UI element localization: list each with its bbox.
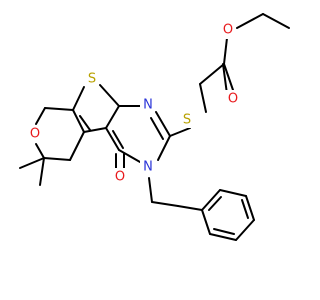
- bond: [213, 228, 235, 235]
- atom-label-o: O: [30, 127, 40, 142]
- bond-layer: [19, 13, 290, 241]
- ester-carbonyl-oxygen-atom: O: [225, 90, 241, 108]
- bond: [72, 109, 85, 133]
- bond: [79, 115, 91, 131]
- bond: [201, 209, 211, 235]
- thioether-sulfur-atom: S: [178, 110, 196, 128]
- bond: [19, 157, 45, 169]
- bond: [112, 130, 124, 149]
- ester-alkoxy-oxygen-atom: O: [220, 21, 236, 39]
- bond: [72, 86, 85, 111]
- bond: [83, 127, 107, 133]
- bond: [245, 195, 255, 221]
- bond: [169, 127, 191, 137]
- bond: [208, 196, 222, 211]
- bond: [155, 111, 171, 137]
- molecule-structure: S N N S O O O: [19, 13, 290, 241]
- bond: [69, 131, 85, 161]
- bond: [151, 201, 179, 207]
- bond: [157, 135, 171, 161]
- atom-label-layer: S N N S O O O: [27, 21, 241, 186]
- bond: [199, 83, 207, 113]
- bond: [209, 233, 237, 241]
- atom-label-o: O: [228, 92, 238, 107]
- molecule-canvas: S N N S O O O: [19, 13, 290, 241]
- pyrimidine-nitrogen-1-atom: N: [140, 97, 154, 115]
- bond: [35, 107, 46, 125]
- atom-label-o: O: [115, 170, 125, 185]
- pyran-oxygen-atom: O: [27, 125, 43, 143]
- bond: [39, 157, 45, 186]
- bond: [223, 37, 228, 65]
- bond: [236, 13, 264, 29]
- atom-label-o: O: [223, 23, 233, 38]
- bond: [118, 149, 141, 163]
- atom-label-s: S: [183, 113, 191, 128]
- bond: [105, 105, 120, 129]
- bond: [44, 107, 74, 111]
- atom-label-n: N: [143, 98, 153, 113]
- bond: [241, 199, 249, 219]
- bond: [35, 143, 45, 159]
- bond: [235, 219, 255, 241]
- atom-label-n: N: [143, 160, 153, 175]
- carbonyl-oxygen-atom: O: [112, 168, 128, 186]
- bond: [201, 189, 221, 211]
- bond: [199, 63, 225, 85]
- bond: [262, 13, 290, 29]
- bond: [105, 127, 120, 151]
- bond: [43, 157, 71, 161]
- bond: [222, 63, 228, 95]
- pyrimidine-nitrogen-3-atom: N: [140, 159, 154, 177]
- bond: [219, 189, 247, 197]
- atom-label-s: S: [88, 72, 96, 87]
- thiophene-sulfur-atom: S: [85, 70, 99, 88]
- bond: [99, 84, 120, 107]
- bond: [177, 205, 203, 211]
- bond: [150, 117, 164, 140]
- bond: [148, 177, 153, 203]
- bond: [223, 63, 234, 91]
